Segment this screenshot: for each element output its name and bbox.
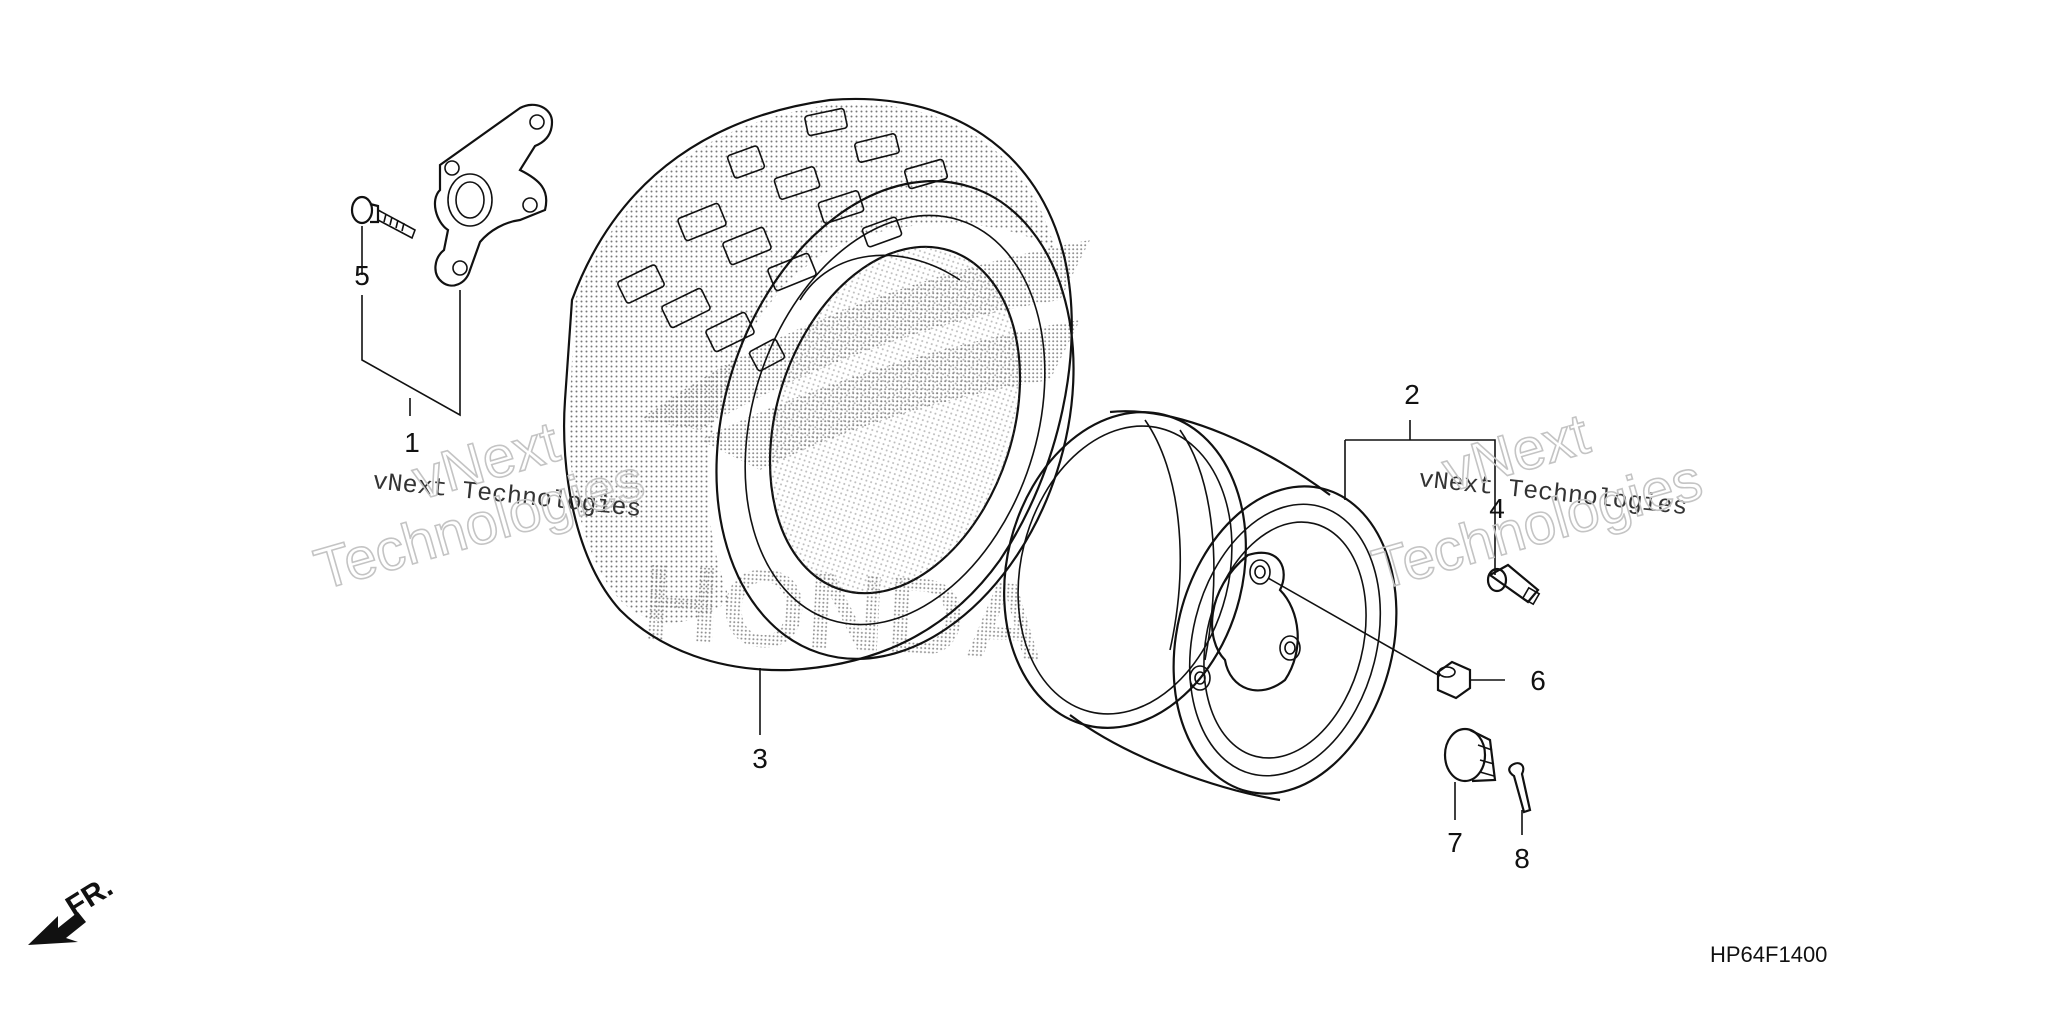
tire	[562, 97, 1075, 672]
lug-nut	[1436, 660, 1472, 700]
callout-5: 5	[354, 260, 370, 291]
castle-nut	[1443, 727, 1497, 783]
front-direction-label: FR.	[60, 870, 118, 924]
valve-stem	[1486, 563, 1541, 606]
callout-8: 8	[1514, 843, 1530, 874]
tread-lugs	[617, 107, 949, 372]
callout-1: 1	[404, 427, 420, 458]
wheel-hub	[433, 103, 554, 287]
wheel-rim	[1003, 410, 1398, 802]
cotter-pin	[1508, 762, 1532, 814]
callout-7: 7	[1447, 827, 1463, 858]
callout-3: 3	[752, 743, 768, 774]
callout-4: 4	[1489, 493, 1505, 524]
callout-6: 6	[1530, 665, 1546, 696]
diagram-code: HP64F1400	[1710, 942, 1827, 967]
leader-lines	[361, 226, 1523, 835]
front-direction-arrow: FR.	[28, 870, 119, 945]
hub-bolt	[350, 195, 416, 240]
callout-2: 2	[1404, 379, 1420, 410]
